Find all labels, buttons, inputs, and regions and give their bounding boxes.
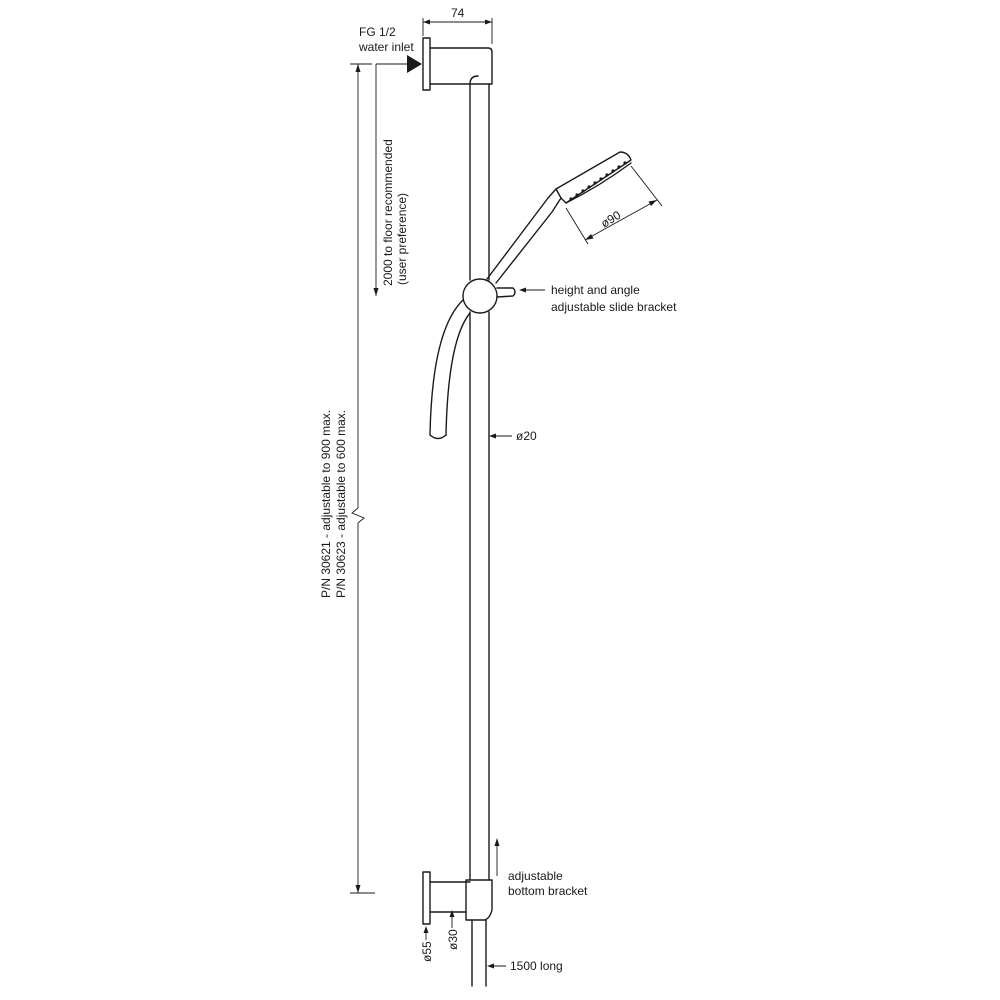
flange-dia-label: ø55 bbox=[420, 941, 434, 962]
bottom-bracket-label-line2: bottom bracket bbox=[508, 884, 588, 898]
dimension-74 bbox=[422, 18, 493, 44]
handshower-dia-label: ø90 bbox=[598, 208, 623, 231]
dimension-handshower-dia bbox=[565, 165, 663, 245]
pn-label-line2: P/N 30623 - adjustable to 600 max. bbox=[334, 410, 348, 598]
bracket-label-line2: adjustable slide bracket bbox=[551, 300, 677, 314]
shower-rail bbox=[469, 83, 490, 881]
hose-length-label: 1500 long bbox=[510, 959, 563, 973]
floor-label-line2: (user preference) bbox=[395, 193, 409, 285]
inlet-label-line2: water inlet bbox=[358, 40, 414, 54]
dimension-overall bbox=[350, 63, 375, 894]
rail-dia-label: ø20 bbox=[516, 429, 537, 443]
bracket-label-line1: height and angle bbox=[551, 283, 640, 297]
hose-outlet-dia-label: ø30 bbox=[446, 929, 460, 950]
shower-hose-loop bbox=[429, 299, 471, 440]
hand-shower bbox=[486, 151, 632, 284]
spray-nozzles bbox=[569, 161, 627, 201]
floor-label-line1: 2000 to floor recommended bbox=[381, 139, 395, 286]
top-width-label: 74 bbox=[451, 6, 465, 20]
slide-bracket bbox=[462, 278, 516, 314]
bottom-bracket-label-line1: adjustable bbox=[508, 869, 563, 883]
leader-lines bbox=[423, 287, 545, 969]
inlet-arrow-icon bbox=[407, 55, 422, 73]
pn-label-line1: P/N 30621 - adjustable to 900 max. bbox=[319, 410, 333, 598]
inlet-label-line1: FG 1/2 bbox=[359, 25, 396, 39]
top-wall-bracket bbox=[422, 37, 493, 91]
dimension-floor bbox=[373, 63, 410, 296]
bottom-bracket bbox=[422, 871, 493, 987]
